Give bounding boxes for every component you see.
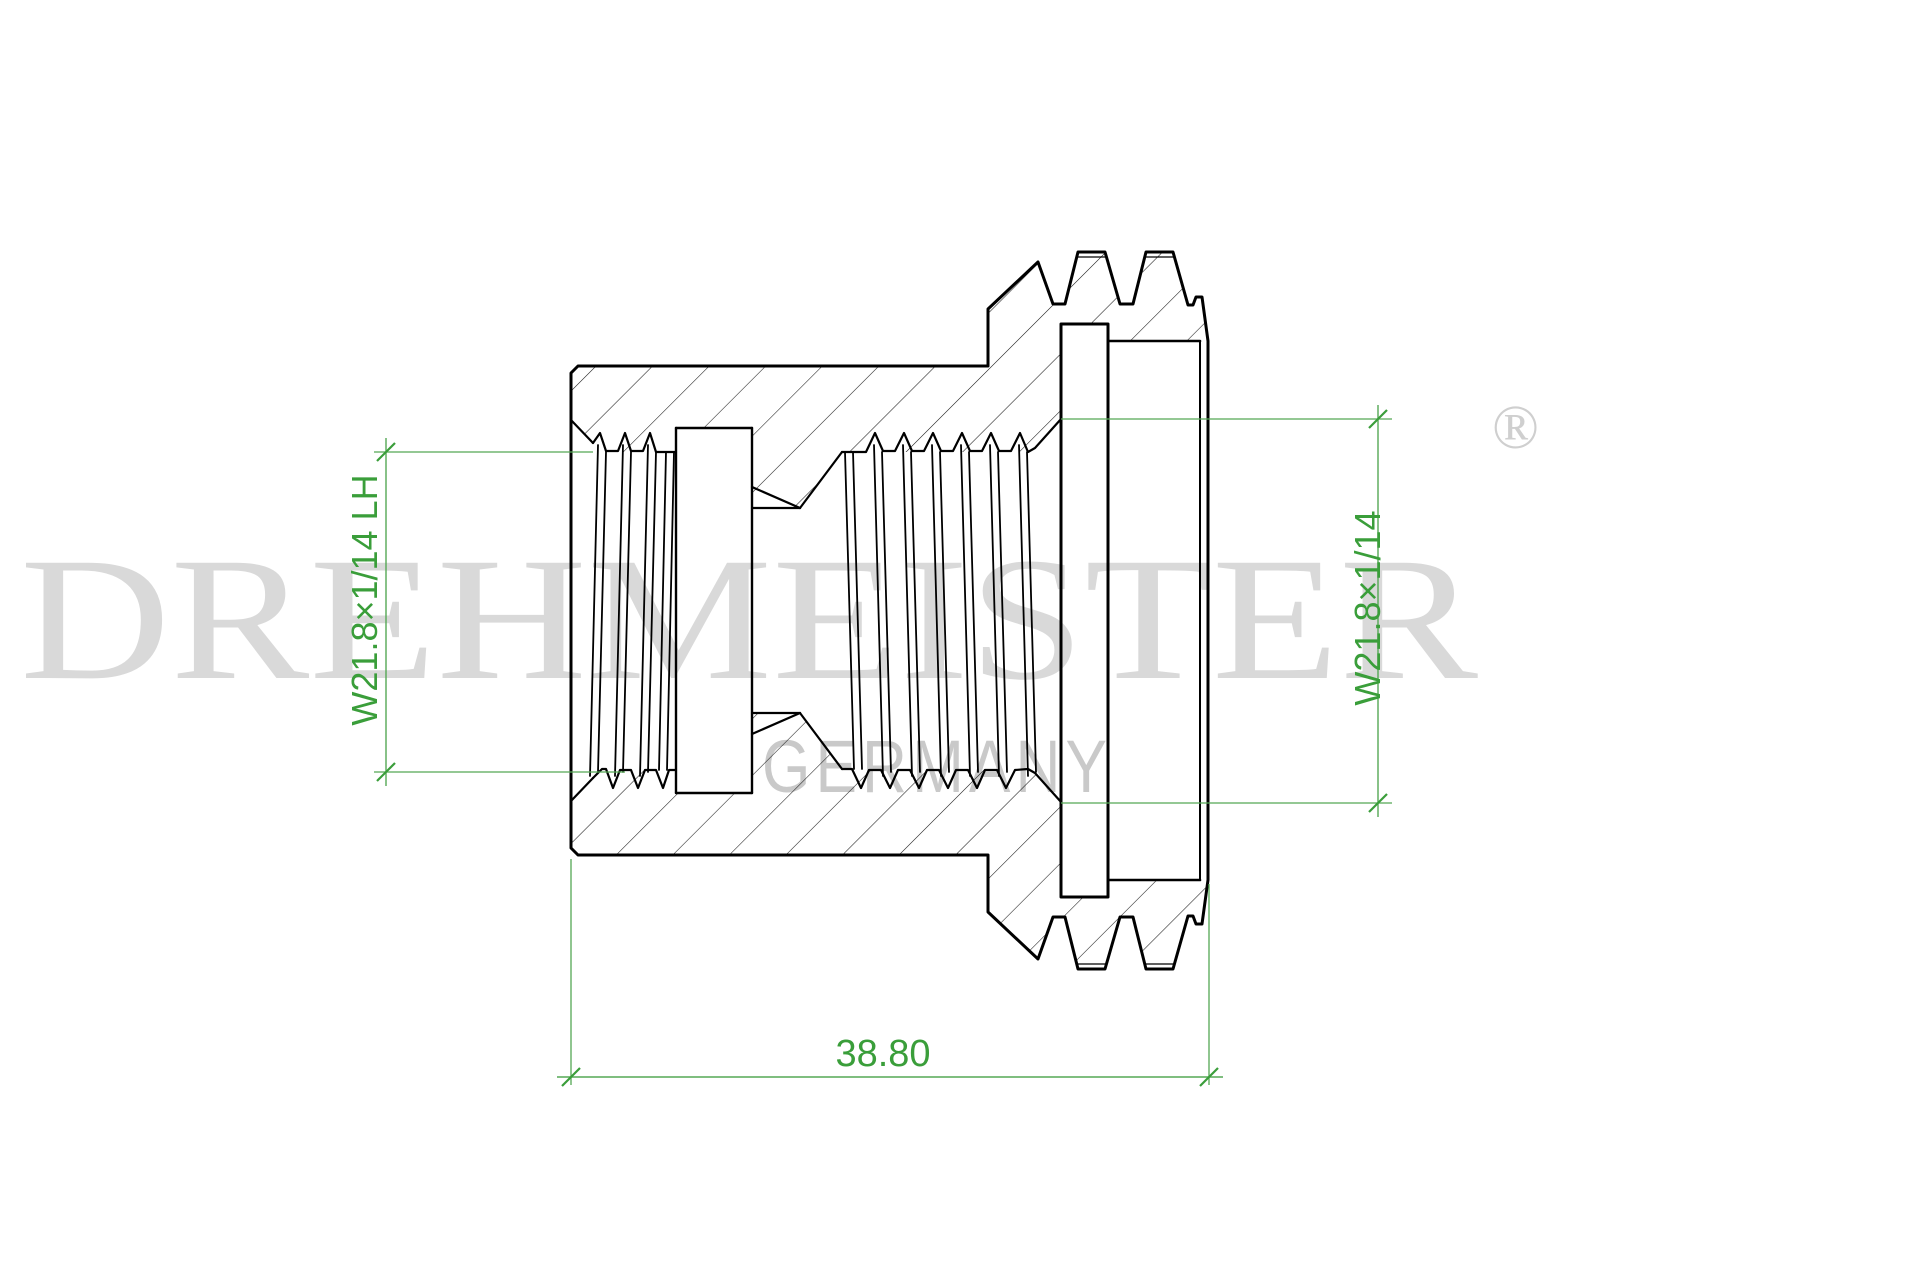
washer-band xyxy=(1059,322,1110,899)
dimension-tick xyxy=(1368,409,1388,429)
outer-contour xyxy=(569,250,1210,971)
bore-neck xyxy=(750,450,844,771)
right-thread-helix-lines xyxy=(844,444,1037,777)
watermark-brand-text: DREHMEISTER xyxy=(20,522,1479,717)
dimension-left-thread: W21.8×1/14 LH xyxy=(344,438,625,786)
part-section-view xyxy=(569,250,1210,971)
left-thread-profile-top xyxy=(591,431,678,454)
overall-length-dimension-label: 38.80 xyxy=(835,1033,930,1075)
dimension-overall-length: 38.80 xyxy=(557,859,1223,1087)
dimension-tick xyxy=(1368,793,1388,813)
left-entry-chamfer-bottom xyxy=(569,776,595,803)
left-thread-helix-lines xyxy=(589,444,675,777)
right-thread-profile-top xyxy=(840,417,1063,454)
right-thread-dimension-label: W21.8×1/14 xyxy=(1347,510,1388,705)
left-thread-profile-bottom xyxy=(591,767,678,790)
left-entry-chamfer-top xyxy=(569,418,595,445)
hatch-area-top xyxy=(571,252,1208,508)
dimensions: W21.8×1/14 LH W21.8×1/14 38.80 xyxy=(344,405,1392,1087)
dimension-tick xyxy=(376,442,396,462)
right-thread-profile-bottom xyxy=(840,767,1063,804)
dimension-tick xyxy=(1199,1067,1219,1087)
dimension-tick xyxy=(376,762,396,782)
registered-trademark-icon: ® xyxy=(1492,394,1539,462)
section-hatching xyxy=(571,252,1208,969)
watermark: DREHMEISTER ® GERMANY xyxy=(20,394,1539,808)
male-thread-crest-lines xyxy=(1077,256,1174,965)
left-thread-dimension-label: W21.8×1/14 LH xyxy=(344,474,385,725)
dimension-tick xyxy=(561,1067,581,1087)
dimension-right-thread: W21.8×1/14 xyxy=(1061,405,1392,817)
hatch-area-bottom xyxy=(571,713,1208,969)
center-ring xyxy=(674,426,754,795)
